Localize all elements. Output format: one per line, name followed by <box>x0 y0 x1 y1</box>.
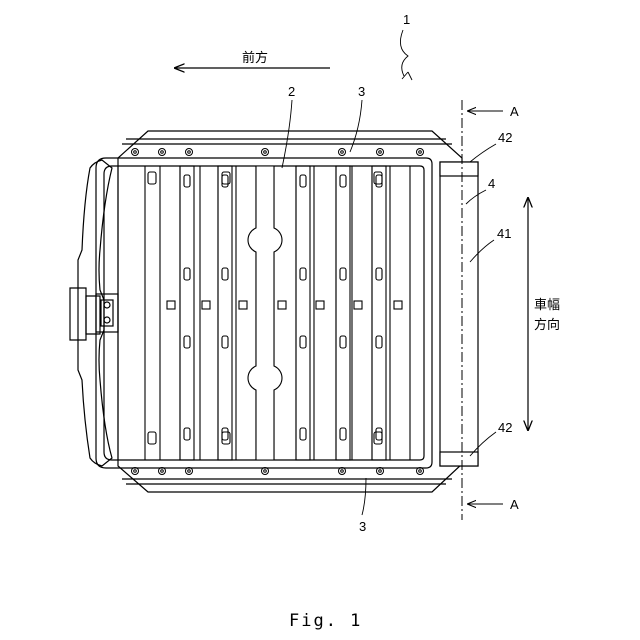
side-rail <box>440 162 478 466</box>
label-2: 2 <box>288 84 295 99</box>
front-bulkhead <box>70 160 118 466</box>
label-a-bottom: A <box>510 497 519 512</box>
leader-42-top <box>470 144 496 162</box>
label-3-bottom: 3 <box>359 519 366 534</box>
label-42-bottom: 42 <box>498 420 512 435</box>
label-width-line2: 方向 <box>534 317 560 333</box>
label-width-line1: 車幅 <box>534 298 560 313</box>
label-1: 1 <box>403 12 410 27</box>
label-forward: 前方 <box>242 50 268 66</box>
label-42-top: 42 <box>498 130 512 145</box>
label-a-top: A <box>510 104 519 119</box>
fitting-42-bottom <box>440 452 478 466</box>
figure-caption: Fig. 1 <box>289 611 362 631</box>
fitting-42-top <box>440 162 478 176</box>
label-41: 41 <box>497 226 511 241</box>
label-3-top: 3 <box>358 84 365 99</box>
label-4: 4 <box>488 176 495 191</box>
leader-1 <box>400 30 408 76</box>
